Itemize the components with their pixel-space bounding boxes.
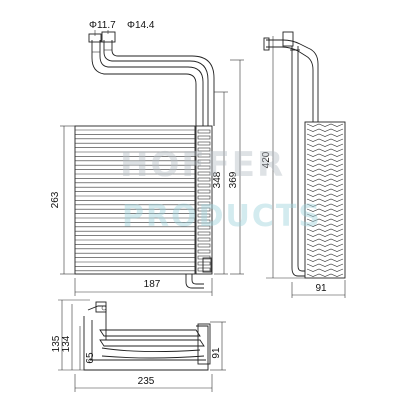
bottom-dimensions: 135 134 65 91 235 xyxy=(51,299,226,392)
tank-segment xyxy=(197,195,211,200)
dim-134: 134 xyxy=(61,335,72,352)
core-fins xyxy=(75,129,211,272)
side-core xyxy=(304,121,346,279)
side-fin xyxy=(306,123,344,127)
dim-pipe-small: Φ11.7 xyxy=(89,20,116,31)
side-fin xyxy=(306,238,344,242)
side-fin xyxy=(306,223,344,227)
tank-segment xyxy=(197,189,211,194)
side-dimensions: 420 91 xyxy=(261,36,346,298)
side-fin xyxy=(306,258,344,262)
brand-watermark: HOFFER PRODUCTS xyxy=(120,145,322,234)
tank-segment xyxy=(197,237,211,242)
front-core xyxy=(74,125,213,289)
front-view: 263 187 348 369 Φ11.7 Φ14.4 xyxy=(50,20,244,296)
watermark-line1: HOFFER xyxy=(120,145,285,185)
tank-segment xyxy=(197,153,211,158)
side-view: 420 91 xyxy=(261,31,346,298)
tank-segment xyxy=(197,135,211,140)
dim-369: 369 xyxy=(228,171,239,188)
tank-segment xyxy=(197,207,211,212)
tank-segment xyxy=(197,129,211,134)
front-pipes xyxy=(88,31,215,126)
tank-segment xyxy=(197,225,211,230)
tank-segment xyxy=(197,147,211,152)
tank-segment xyxy=(197,249,211,254)
side-fin xyxy=(306,153,344,157)
tank-segment xyxy=(197,159,211,164)
side-fin xyxy=(306,233,344,237)
dim-core-height: 263 xyxy=(50,191,61,208)
watermark-line2: PRODUCTS xyxy=(122,199,322,234)
side-fin xyxy=(306,173,344,177)
tank-segment xyxy=(197,213,211,218)
dim-core-width: 187 xyxy=(144,279,161,290)
side-fin xyxy=(306,158,344,162)
side-fin xyxy=(306,203,344,207)
side-fin xyxy=(306,133,344,137)
side-fin xyxy=(306,168,344,172)
side-fin xyxy=(306,193,344,197)
side-fin xyxy=(306,178,344,182)
bottom-view: 135 134 65 91 235 xyxy=(51,299,226,392)
tank-segment xyxy=(197,183,211,188)
side-fin xyxy=(306,213,344,217)
side-fin xyxy=(306,198,344,202)
dim-135: 135 xyxy=(51,335,62,352)
tank-segment xyxy=(197,261,211,266)
side-fin xyxy=(306,128,344,132)
tank-segment xyxy=(197,267,211,272)
side-fin xyxy=(306,218,344,222)
side-fin xyxy=(306,183,344,187)
side-fin xyxy=(306,148,344,152)
bottom-body xyxy=(83,301,211,371)
dim-depth: 91 xyxy=(315,283,327,294)
dim-420: 420 xyxy=(261,151,272,168)
side-fin xyxy=(306,268,344,272)
dim-bottom-91: 91 xyxy=(211,347,222,359)
tank-segment xyxy=(197,255,211,260)
tank-segment xyxy=(197,201,211,206)
dim-65: 65 xyxy=(85,352,96,364)
dim-348: 348 xyxy=(212,171,223,188)
tank-segment xyxy=(197,219,211,224)
side-fin xyxy=(306,163,344,167)
side-fin xyxy=(306,138,344,142)
side-fin xyxy=(306,243,344,247)
dim-pipe-large: Φ14.4 xyxy=(127,20,155,31)
side-fin xyxy=(306,248,344,252)
side-core-fins xyxy=(306,123,344,277)
side-fin xyxy=(306,228,344,232)
side-fin xyxy=(306,273,344,277)
side-fin xyxy=(306,188,344,192)
side-fin xyxy=(306,143,344,147)
side-fin xyxy=(306,208,344,212)
tank-segment xyxy=(197,165,211,170)
tank-segment xyxy=(197,171,211,176)
dim-bottom-width: 235 xyxy=(138,376,155,387)
tank-segment xyxy=(197,141,211,146)
tank-segment xyxy=(197,243,211,248)
front-dimensions: 263 187 348 369 Φ11.7 Φ14.4 xyxy=(50,20,244,296)
side-pipes xyxy=(263,31,319,277)
tank-segment xyxy=(197,177,211,182)
side-fin xyxy=(306,263,344,267)
side-fin xyxy=(306,253,344,257)
tank-segment xyxy=(197,231,211,236)
